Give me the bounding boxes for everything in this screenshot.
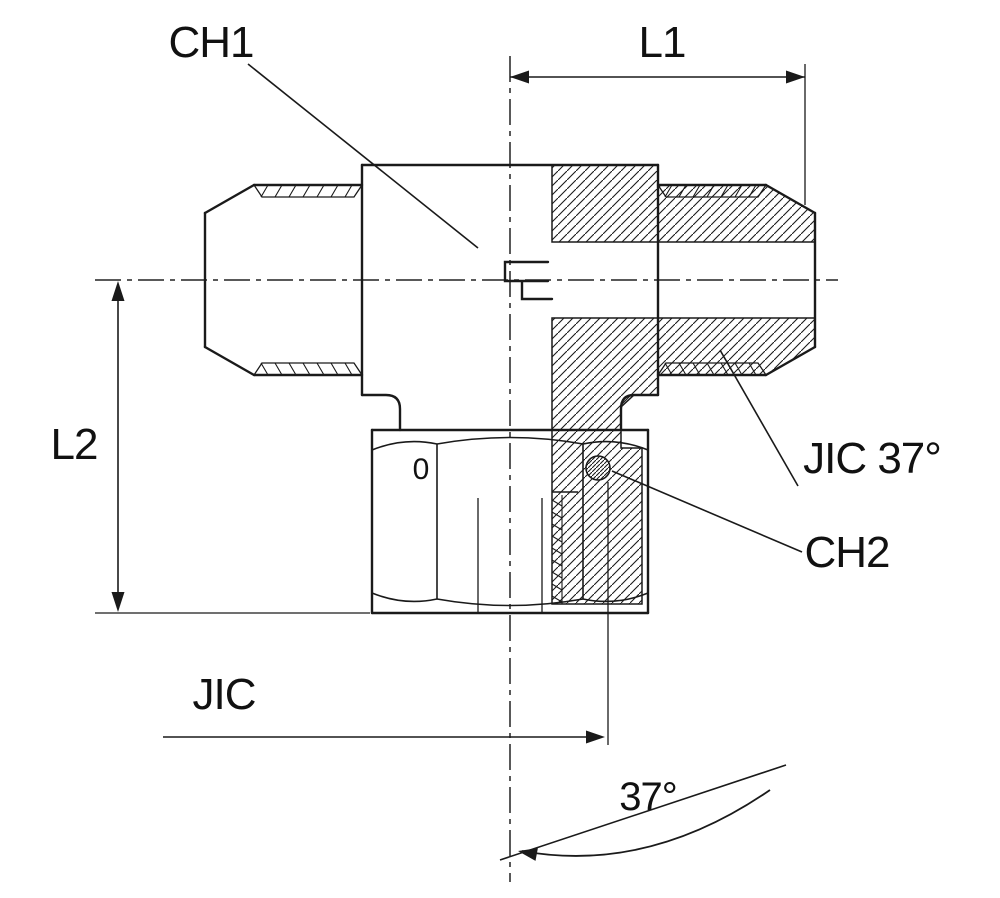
thread-detail xyxy=(253,184,767,376)
arrowhead-right-icon xyxy=(786,70,805,84)
arrowhead-left-icon xyxy=(510,70,529,84)
dimension-l2 xyxy=(95,281,370,614)
arrowhead-up-icon xyxy=(111,281,125,301)
section-hatching xyxy=(551,164,816,605)
leader-lines xyxy=(247,63,803,553)
o-ring-hatch xyxy=(585,455,611,481)
dimension-jic xyxy=(163,482,609,745)
arrowhead-arc-icon xyxy=(518,848,538,861)
arrowhead-right-icon xyxy=(586,730,605,744)
dimension-l1 xyxy=(510,64,806,205)
label-l2: L2 xyxy=(51,420,98,469)
label-ch2: CH2 xyxy=(804,528,889,577)
leader-jic37 xyxy=(719,349,799,487)
label-ch1: CH1 xyxy=(168,18,253,67)
label-nut-mark: 0 xyxy=(413,453,430,486)
label-flare-angle: 37° xyxy=(619,775,677,819)
arrowhead-down-icon xyxy=(111,592,125,612)
label-jic37: JIC 37° xyxy=(803,434,941,483)
fitting-outline xyxy=(203,163,817,615)
centerlines xyxy=(95,56,838,882)
leader-ch1 xyxy=(247,63,479,249)
dimension-flare-angle xyxy=(499,764,787,861)
label-jic: JIC xyxy=(193,670,256,719)
label-l1: L1 xyxy=(639,18,686,67)
labels: CH1 L1 L2 JIC JIC 37° CH2 37° 0 xyxy=(51,18,942,819)
nut-detail xyxy=(371,436,649,613)
leader-ch2 xyxy=(611,470,803,553)
hex-flats-mark xyxy=(503,260,554,301)
internal-section-detail xyxy=(503,260,611,604)
